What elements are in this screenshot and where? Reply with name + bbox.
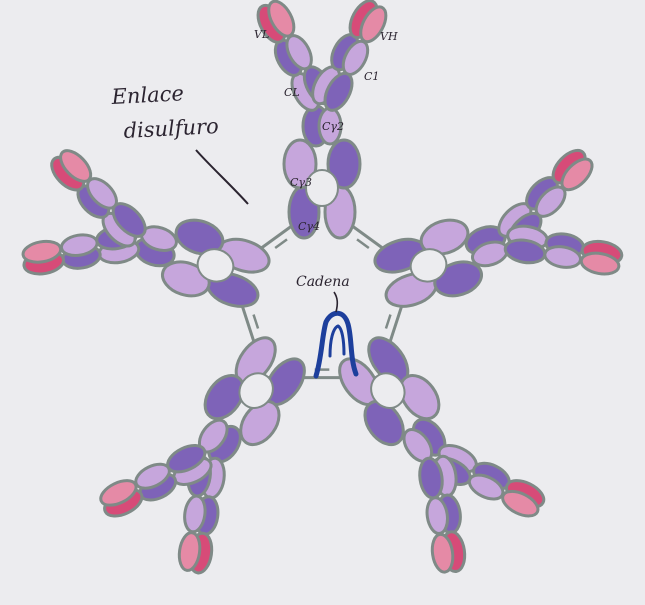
cl-label: CL	[284, 86, 300, 99]
igm-monomer	[251, 0, 394, 238]
disulfide-label-line1: Enlace	[110, 81, 184, 109]
ch4-label: Cγ4	[298, 220, 320, 233]
inter-unit-bond	[357, 239, 369, 248]
igm-monomer	[359, 138, 634, 349]
inter-unit-bond	[254, 315, 259, 329]
j-chain-inner	[330, 326, 344, 356]
chain-pointer	[334, 292, 337, 312]
disulfide-label-line2: disulfuro	[123, 114, 219, 143]
antibody-units	[10, 0, 634, 588]
igm-monomer	[301, 308, 559, 588]
fab-arm-right	[307, 0, 393, 115]
inter-unit-bond	[275, 239, 287, 248]
vl-label: VL	[254, 28, 269, 41]
igm-monomer	[10, 138, 285, 349]
ch1-label: C1	[364, 70, 379, 83]
ch2-label: Cγ2	[322, 120, 344, 133]
fab-arm-right	[503, 223, 623, 279]
vh-label: VH	[380, 30, 398, 43]
igm-monomer	[85, 308, 343, 588]
inter-unit-bond	[386, 315, 391, 329]
ch3-label: Cγ3	[290, 176, 312, 189]
disulfide-pointer	[196, 150, 248, 204]
chain-label: Cadena	[296, 274, 350, 290]
